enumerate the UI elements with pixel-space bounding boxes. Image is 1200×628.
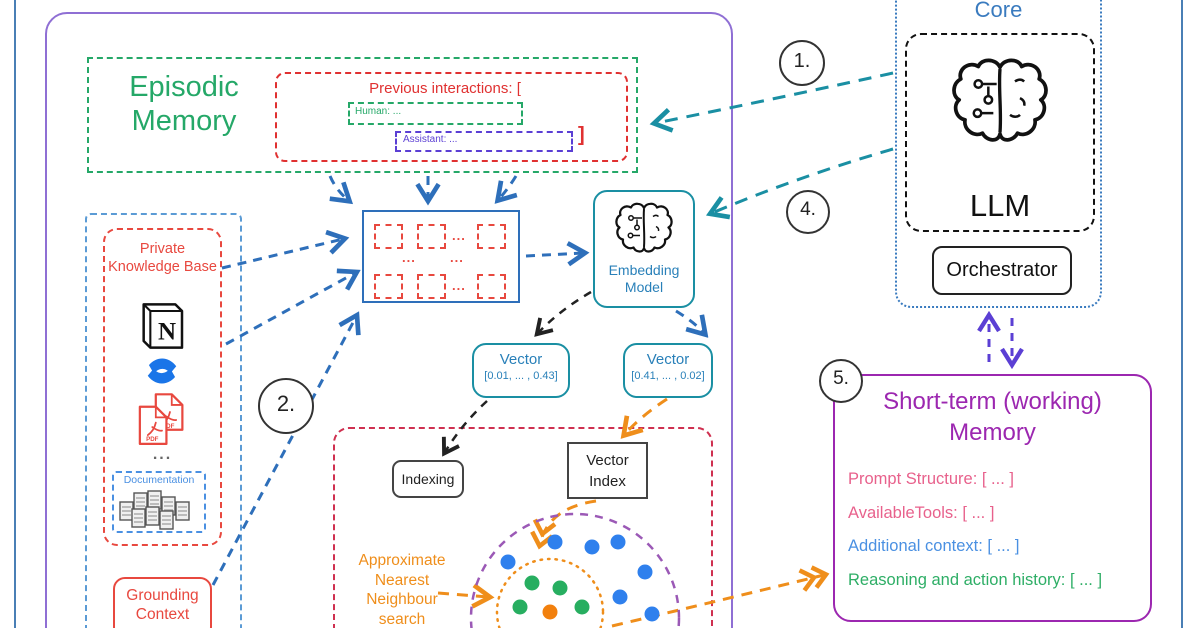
assistant-message-label: Assistant: ...: [403, 134, 458, 145]
notion-letter: N: [158, 318, 176, 345]
stm-item-prompt-structure: Prompt Structure: [ ... ]: [848, 470, 1014, 488]
documentation-label: Documentation: [123, 474, 195, 486]
ann-search-label: Approximate Nearest Neighbour search: [358, 552, 446, 628]
agent-memory-container: [45, 12, 733, 628]
previous-interactions-box: [275, 72, 628, 162]
token-cell: [417, 274, 446, 299]
llm-label: LLM: [969, 188, 1031, 223]
token-cell: [477, 274, 506, 299]
short-term-memory-box: [833, 374, 1152, 622]
human-message-box: [348, 102, 523, 125]
indexing-label: Indexing: [401, 471, 455, 487]
short-term-memory-title: Short-term (working) Memory: [883, 388, 1102, 446]
core-label: Core: [974, 0, 1023, 22]
vector-box-1: Vector [0.01, ... , 0.43]: [472, 343, 570, 398]
stm-item-available-tools: AvailableTools: [ ... ]: [848, 504, 995, 522]
token-ellipsis: ...: [402, 250, 416, 265]
token-ellipsis: ...: [452, 228, 466, 243]
token-grid-box: ... ... ... ...: [362, 210, 520, 303]
indexing-box: Indexing: [392, 460, 464, 498]
embedding-model-label: Embedding Model: [608, 262, 680, 295]
token-cell: [477, 224, 506, 249]
step-badge-4: 4.: [786, 190, 830, 234]
token-cell: [417, 224, 446, 249]
documents-icon: [119, 490, 190, 530]
notion-icon: N: [142, 303, 184, 349]
documentation-box: [112, 471, 206, 533]
confluence-icon: [147, 358, 177, 384]
vector-title: Vector: [499, 351, 543, 368]
previous-interactions-label: Previous interactions: [: [369, 80, 521, 97]
step-badge-1: 1.: [779, 40, 825, 86]
vector-box-2: Vector [0.41, ... , 0.02]: [623, 343, 713, 398]
orchestrator-label: Orchestrator: [946, 259, 1058, 281]
vector-value: [0.01, ... , 0.43]: [484, 370, 558, 382]
core-box: [895, 0, 1102, 308]
grounding-context-label: Grounding Context: [126, 587, 199, 623]
stm-item-reasoning-history: Reasoning and action history: [ ... ]: [848, 571, 1103, 589]
token-ellipsis: ...: [450, 250, 464, 265]
human-message-label: Human: ...: [355, 106, 402, 117]
brain-icon: [952, 58, 1048, 142]
brain-icon: [615, 202, 673, 253]
episodic-memory-title: Episodic Memory: [129, 71, 239, 137]
episodic-memory-box: [87, 57, 638, 173]
closing-bracket: ]: [578, 124, 585, 146]
step-badge-5: 5.: [819, 359, 863, 403]
outer-frame: [14, 0, 1183, 628]
stm-item-additional-context: Additional context: [ ... ]: [848, 537, 1020, 555]
orchestrator-box: Orchestrator: [932, 246, 1072, 295]
private-knowledge-base-title: Private Knowledge Base: [108, 241, 217, 275]
pdf-label-front: PDF: [146, 436, 159, 443]
pdf-label-back: PDF: [162, 423, 175, 430]
vector-index-label: Vector Index: [586, 452, 629, 490]
vector-index-box: Vector Index: [567, 442, 648, 499]
token-ellipsis: ...: [452, 278, 466, 293]
vector-value: [0.41, ... , 0.02]: [631, 370, 705, 382]
pdf-icon: PDF PDF: [138, 393, 184, 446]
vector-title: Vector: [646, 351, 690, 368]
token-cell: [374, 224, 403, 249]
grounding-context-box: [113, 577, 212, 628]
assistant-message-box: [395, 131, 573, 152]
llm-box: [905, 33, 1095, 232]
more-sources-ellipsis: ...: [152, 446, 173, 463]
token-cell: [374, 274, 403, 299]
step-badge-2: 2.: [258, 378, 314, 434]
